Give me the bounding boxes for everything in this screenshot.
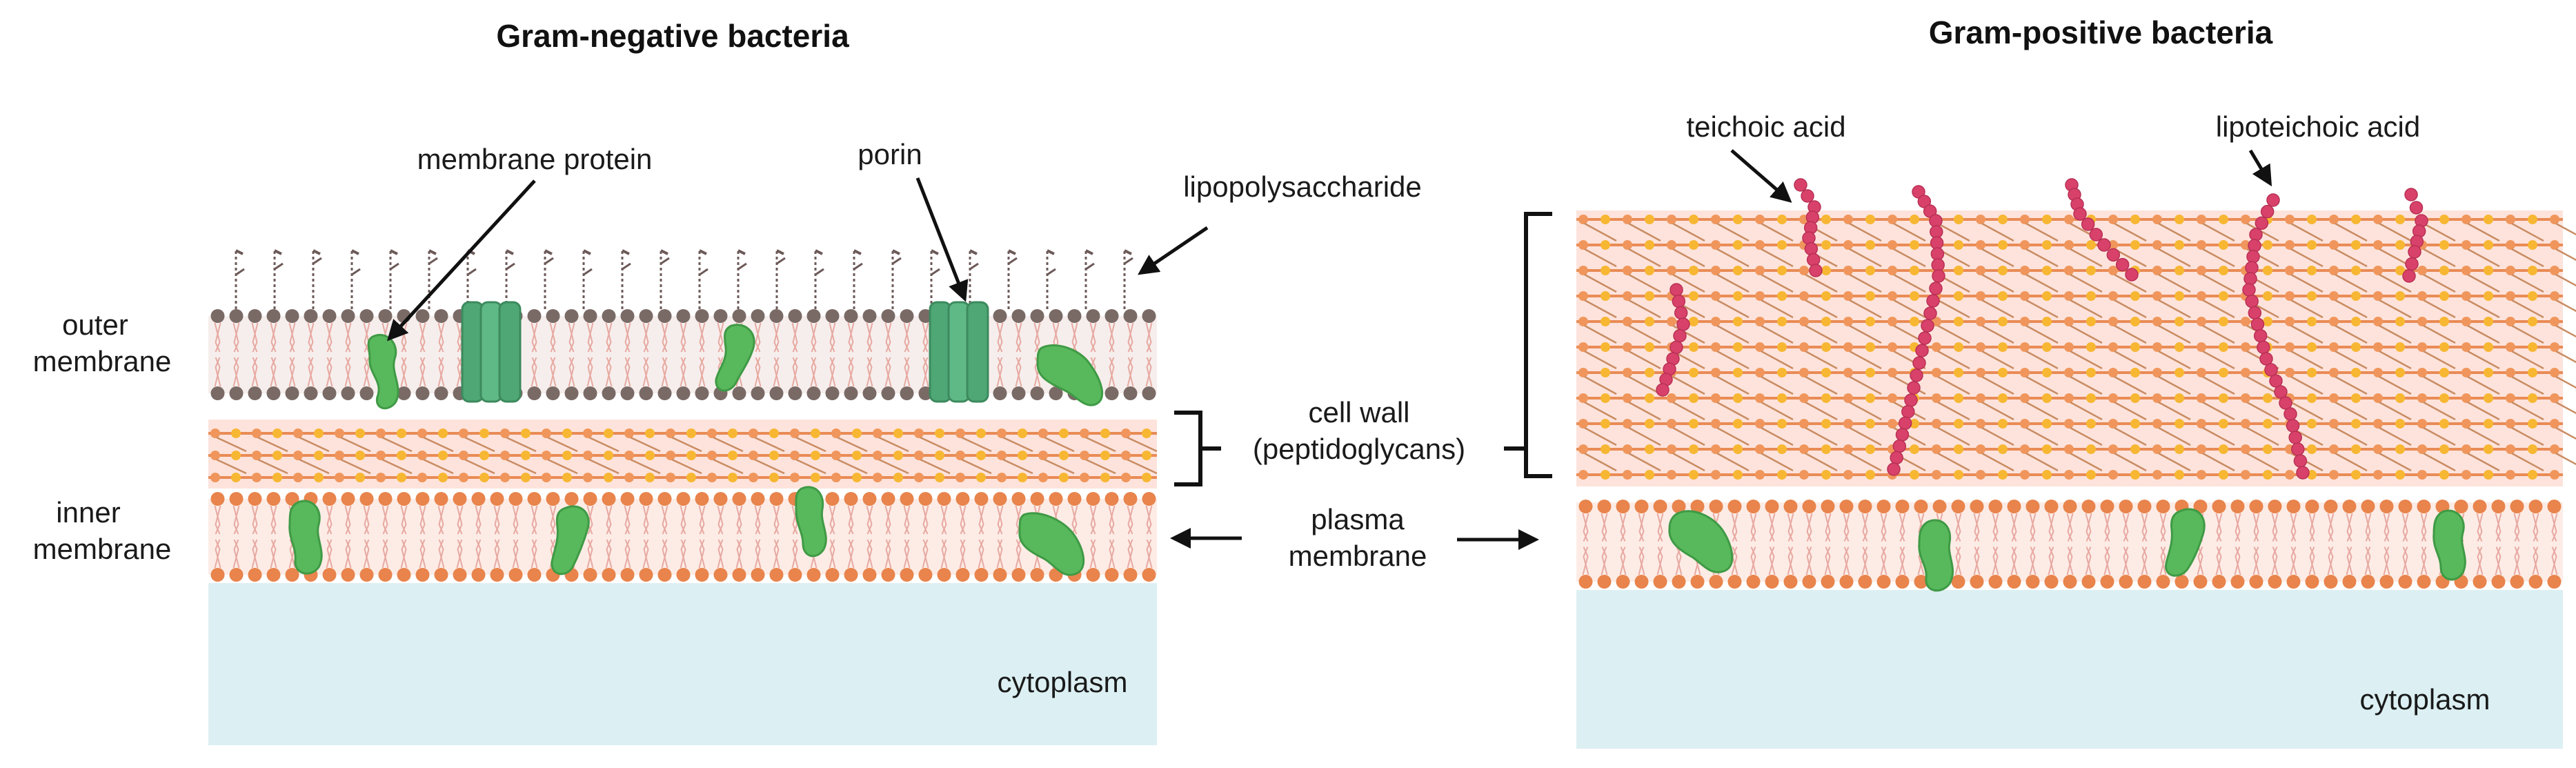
outer-membrane bbox=[208, 249, 1157, 400]
lipopolysaccharide-arrow bbox=[1138, 226, 1209, 275]
outer-membrane-label-line1: outer bbox=[62, 308, 128, 341]
inner-membrane-protein bbox=[288, 500, 323, 575]
gram-positive-cytoplasm bbox=[1576, 590, 2563, 749]
plasma-membrane-protein bbox=[1918, 519, 1954, 592]
gram-positive-cytoplasm-label: cytoplasm bbox=[2359, 683, 2490, 716]
outer-membrane-protein bbox=[715, 324, 755, 392]
gram-negative-cell-wall bbox=[208, 420, 1158, 489]
plasma-membrane-protein bbox=[2165, 508, 2206, 577]
teichoic-acid-label: teichoic acid bbox=[1686, 110, 1845, 143]
gram-negative-cytoplasm-label: cytoplasm bbox=[997, 666, 1127, 698]
outer-membrane-protein bbox=[1036, 344, 1103, 406]
plasma-membrane-lipid-tails bbox=[1582, 513, 2558, 575]
cell-wall-bracket-left bbox=[1174, 411, 1202, 486]
inner-membrane-label-line1: inner bbox=[56, 496, 120, 529]
gram-positive-title: Gram-positive bacteria bbox=[1929, 14, 2273, 50]
porin-label: porin bbox=[858, 138, 922, 170]
inner-membrane-label-line2: membrane bbox=[33, 533, 172, 565]
gram-positive-cell-wall bbox=[1576, 178, 2576, 486]
lipopolysaccharide-chains bbox=[235, 249, 1133, 309]
cell-wall-label-line1: cell wall bbox=[1308, 396, 1409, 429]
inner-membrane-protein bbox=[795, 486, 827, 558]
plasma-membrane-label-line2: membrane bbox=[1289, 540, 1427, 572]
membrane-protein-arrow bbox=[386, 179, 536, 342]
membrane-protein-label: membrane protein bbox=[417, 143, 653, 175]
gram-positive-panel: Gram-positive bacteria cytoplasm teichoi… bbox=[1576, 14, 2576, 749]
lipopolysaccharide-label: lipopolysaccharide bbox=[1183, 170, 1422, 203]
plasma-membrane-lipid-heads bbox=[1578, 500, 2562, 589]
lipoteichoic-acid-label: lipoteichoic acid bbox=[2216, 110, 2421, 143]
outer-membrane-protein bbox=[367, 333, 399, 410]
plasma-membrane-protein bbox=[2433, 509, 2466, 581]
teichoic-acid-arrow bbox=[1730, 149, 1792, 203]
gram-negative-title: Gram-negative bacteria bbox=[496, 18, 849, 54]
inner-membrane bbox=[208, 492, 1157, 582]
cell-wall-bracket-right bbox=[1524, 212, 1552, 478]
gram-positive-plasma-membrane bbox=[1576, 500, 2563, 589]
gram-negative-cytoplasm bbox=[208, 583, 1157, 745]
cell-wall-label-line2: (peptidoglycans) bbox=[1253, 433, 1465, 465]
outer-membrane-label-line2: membrane bbox=[33, 345, 172, 377]
teichoic-acid-chains bbox=[1656, 178, 2428, 480]
plasma-membrane-protein bbox=[1668, 510, 1734, 573]
shared-labels: cell wall (peptidoglycans) plasma membra… bbox=[1170, 212, 1552, 572]
inner-membrane-protein bbox=[551, 505, 590, 575]
porin-arrow bbox=[915, 177, 969, 302]
plasma-membrane-label-line1: plasma bbox=[1311, 503, 1405, 535]
gram-negative-panel: Gram-negative bacteria cytoplasm bbox=[33, 18, 1422, 745]
porin-left bbox=[461, 301, 522, 403]
lipoteichoic-acid-arrow bbox=[2248, 149, 2272, 187]
porin-right bbox=[929, 301, 989, 403]
inner-membrane-lipid-heads bbox=[210, 492, 1156, 582]
inner-membrane-protein bbox=[1018, 512, 1085, 576]
gram-negative-peptidoglycan-strands bbox=[208, 429, 1158, 482]
